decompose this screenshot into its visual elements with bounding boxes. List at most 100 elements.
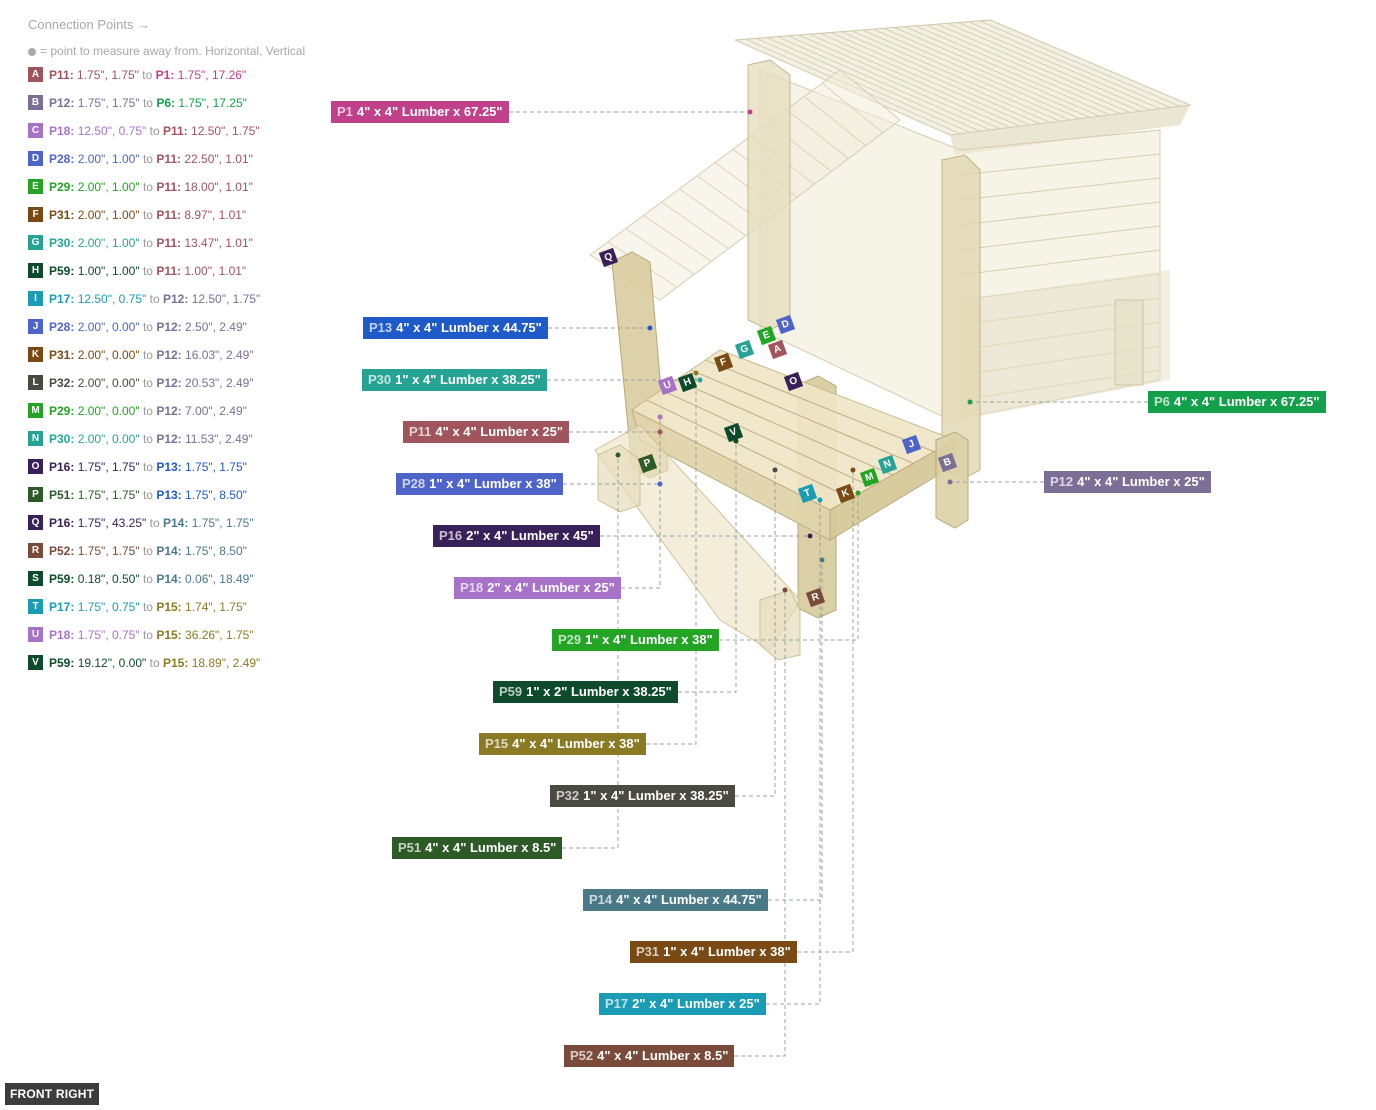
leader-line-p14 xyxy=(768,560,823,901)
part-desc: 1" x 4" Lumber x 38" xyxy=(429,476,557,491)
leader-end-dot xyxy=(657,481,663,487)
to-word: to xyxy=(142,432,153,446)
leader-end-dot xyxy=(819,557,825,563)
to-part: P15: xyxy=(162,656,189,670)
part-id: P32 xyxy=(556,788,580,803)
legend-letter-badge: L xyxy=(28,375,43,390)
from-part: P29: xyxy=(49,404,75,418)
roof-rib xyxy=(904,26,1111,116)
canopy-rib xyxy=(821,82,884,134)
part-id: P28 xyxy=(402,476,426,491)
from-part: P30: xyxy=(49,432,75,446)
from-value: 2.00", 0.00" xyxy=(77,404,140,418)
legend-letter-badge: P xyxy=(28,487,43,502)
part-desc: 4" x 4" Lumber x 67.25" xyxy=(356,104,503,119)
from-part: P16: xyxy=(49,460,75,474)
roof-rib xyxy=(862,29,1071,121)
to-value: 0.06", 18.49" xyxy=(185,572,254,586)
to-value: 1.75", 17.26" xyxy=(177,68,247,82)
legend-letter-badge: U xyxy=(28,627,43,642)
to-part: P14: xyxy=(156,572,182,586)
to-part: P12: xyxy=(156,404,182,418)
to-part: P15: xyxy=(156,600,182,614)
part-id: P1 xyxy=(337,104,353,119)
to-word: to xyxy=(142,180,153,194)
to-value: 1.75", 1.75" xyxy=(185,460,247,474)
from-part: P11: xyxy=(49,68,74,82)
leader-end-dot xyxy=(967,399,973,405)
to-part: P11: xyxy=(156,208,181,222)
roof-rib xyxy=(830,32,1041,125)
leader-line-p52 xyxy=(734,590,786,1057)
legend-letter-badge: K xyxy=(28,347,43,362)
from-value: 1.75", 0.75" xyxy=(77,628,140,642)
leader-line-p17 xyxy=(766,500,821,1005)
roof-rib xyxy=(872,28,1081,120)
seat-slat-gap xyxy=(705,359,935,453)
roof-rib xyxy=(766,37,981,132)
to-value: 36.26", 1.75" xyxy=(185,628,254,642)
view-label[interactable]: FRONT RIGHT xyxy=(5,1083,100,1105)
from-value: 12.50", 0.75" xyxy=(77,124,147,138)
back-slat xyxy=(959,201,1161,226)
part-id: P15 xyxy=(485,736,509,751)
legend-letter-badge: I xyxy=(28,291,43,306)
legend-letter-badge: S xyxy=(28,571,43,586)
leader-end-dot xyxy=(782,587,788,593)
canopy-rib xyxy=(839,69,901,121)
part-desc: 4" x 4" Lumber x 25" xyxy=(435,424,564,439)
to-value: 7.00", 2.49" xyxy=(185,404,247,418)
to-word: to xyxy=(142,600,153,614)
back-slat xyxy=(959,249,1161,276)
from-value: 2.00", 1.00" xyxy=(77,180,140,194)
part-id: P17 xyxy=(605,996,629,1011)
from-part: P51: xyxy=(49,488,75,502)
to-part: P11: xyxy=(156,236,181,250)
roof-rib xyxy=(989,19,1191,106)
leader-end-dot xyxy=(697,377,703,383)
roof-rib xyxy=(926,24,1131,113)
roof-rib xyxy=(957,22,1161,110)
leader-end-dot xyxy=(817,497,823,503)
part-id: P30 xyxy=(368,372,392,387)
to-word: to xyxy=(142,572,153,586)
to-part: P11: xyxy=(156,264,181,278)
part-desc: 4" x 4" Lumber x 25" xyxy=(1077,474,1205,489)
to-word: to xyxy=(149,516,160,530)
to-word: to xyxy=(142,488,153,502)
roof-rib xyxy=(979,20,1181,107)
part-id: P51 xyxy=(398,840,422,855)
legend-letter-badge: E xyxy=(28,179,43,194)
to-word: to xyxy=(149,292,160,306)
to-part: P11: xyxy=(156,180,181,194)
from-part: P32: xyxy=(49,376,75,390)
from-value: 1.75", 1.75" xyxy=(77,544,140,558)
to-value: 18.89", 2.49" xyxy=(191,656,261,670)
